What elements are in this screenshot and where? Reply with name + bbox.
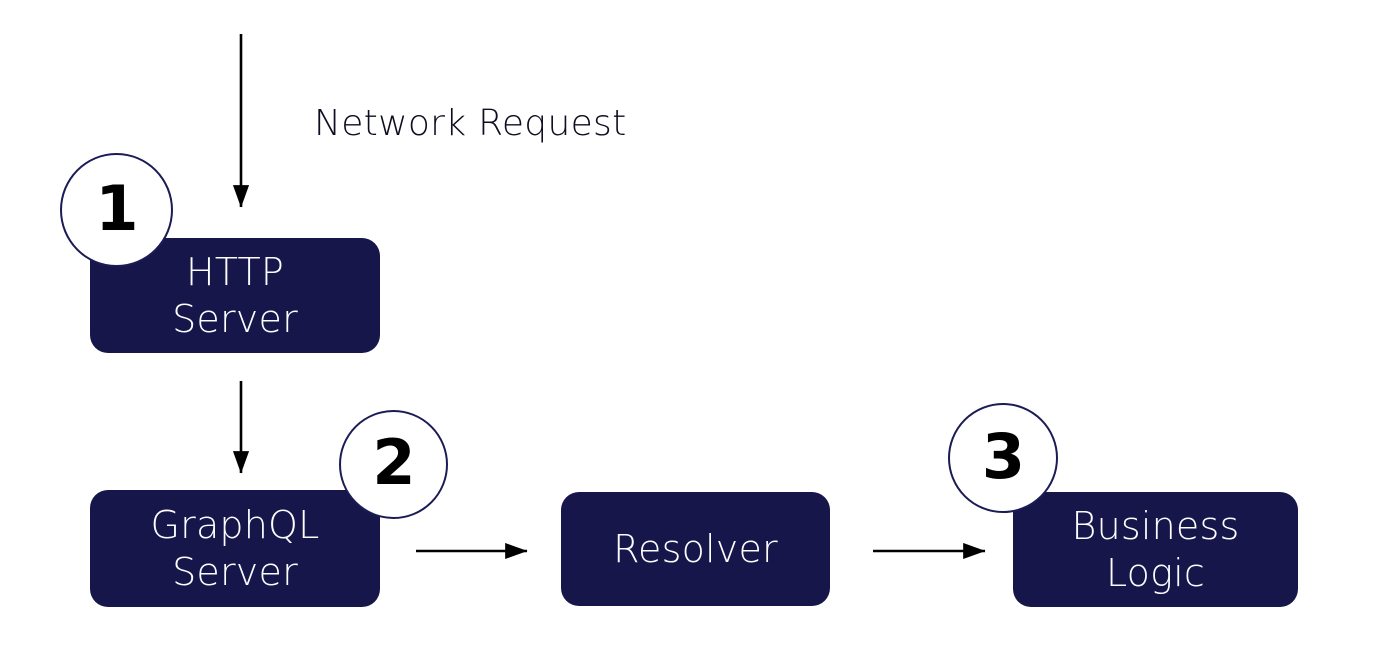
step-badge-2[interactable]: 2 bbox=[339, 410, 448, 519]
step-badge-2-number: 2 bbox=[372, 426, 415, 499]
node-business-logic[interactable]: Business Logic bbox=[1013, 492, 1298, 607]
step-badge-1[interactable]: 1 bbox=[60, 153, 173, 267]
network-request-label: Network Request bbox=[314, 103, 627, 144]
node-http-server-label: HTTP Server bbox=[172, 249, 298, 341]
node-resolver-label: Resolver bbox=[613, 526, 778, 571]
step-badge-1-number: 1 bbox=[95, 171, 138, 245]
step-badge-3[interactable]: 3 bbox=[948, 403, 1058, 513]
step-badge-3-number: 3 bbox=[981, 419, 1025, 493]
node-business-logic-label: Business Logic bbox=[1071, 503, 1240, 595]
node-resolver[interactable]: Resolver bbox=[561, 492, 830, 606]
node-graphql-server[interactable]: GraphQL Server bbox=[90, 490, 380, 607]
node-graphql-server-label: GraphQL Server bbox=[150, 502, 320, 594]
